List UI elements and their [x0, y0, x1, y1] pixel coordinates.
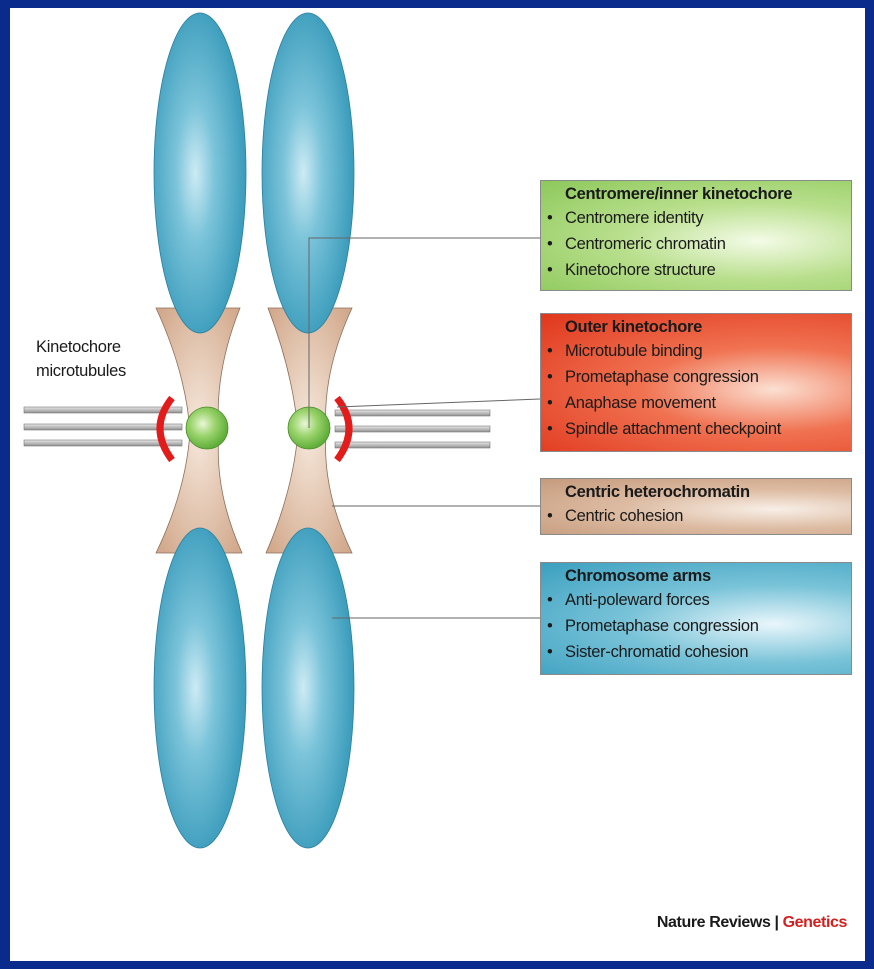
box-title: Centric heterochromatin: [547, 481, 851, 503]
list-item: Centromere identity: [547, 205, 851, 231]
list-item: Prometaphase congression: [547, 613, 851, 639]
outer-kinetochore-box: Outer kinetochore Microtubule binding Pr…: [540, 313, 852, 452]
microtubules-label-line2: microtubules: [36, 359, 126, 383]
microtubules-right: [335, 410, 490, 448]
list-item: Microtubule binding: [547, 338, 851, 364]
list-item: Sister-chromatid cohesion: [547, 639, 851, 665]
box-title: Outer kinetochore: [547, 316, 851, 338]
journal-credit: Nature Reviews | Genetics: [657, 914, 847, 932]
arm-right-lower: [262, 528, 354, 848]
list-item: Centromeric chromatin: [547, 231, 851, 257]
list-item: Prometaphase congression: [547, 364, 851, 390]
list-item: Anti-poleward forces: [547, 587, 851, 613]
box-title: Chromosome arms: [547, 565, 851, 587]
journal-section: Genetics: [783, 914, 847, 931]
microtubules-label: Kinetochore microtubules: [36, 335, 126, 383]
figure-frame: Kinetochore microtubules Centromere/inne…: [10, 8, 865, 961]
centromere-left: [186, 407, 228, 449]
leader-outer: [337, 399, 540, 407]
list-item: Anaphase movement: [547, 390, 851, 416]
centric-heterochromatin-box: Centric heterochromatin Centric cohesion: [540, 478, 852, 535]
arm-right-upper: [262, 13, 354, 333]
centromere-inner-kinetochore-box: Centromere/inner kinetochore Centromere …: [540, 180, 852, 291]
arm-left-upper: [154, 13, 246, 333]
list-item: Centric cohesion: [547, 503, 851, 529]
list-item: Spindle attachment checkpoint: [547, 416, 851, 442]
microtubules-label-line1: Kinetochore: [36, 335, 126, 359]
journal-name: Nature Reviews |: [657, 914, 779, 931]
chromosome-arms-box: Chromosome arms Anti-poleward forces Pro…: [540, 562, 852, 675]
box-title: Centromere/inner kinetochore: [547, 183, 851, 205]
list-item: Kinetochore structure: [547, 257, 851, 283]
arm-left-lower: [154, 528, 246, 848]
